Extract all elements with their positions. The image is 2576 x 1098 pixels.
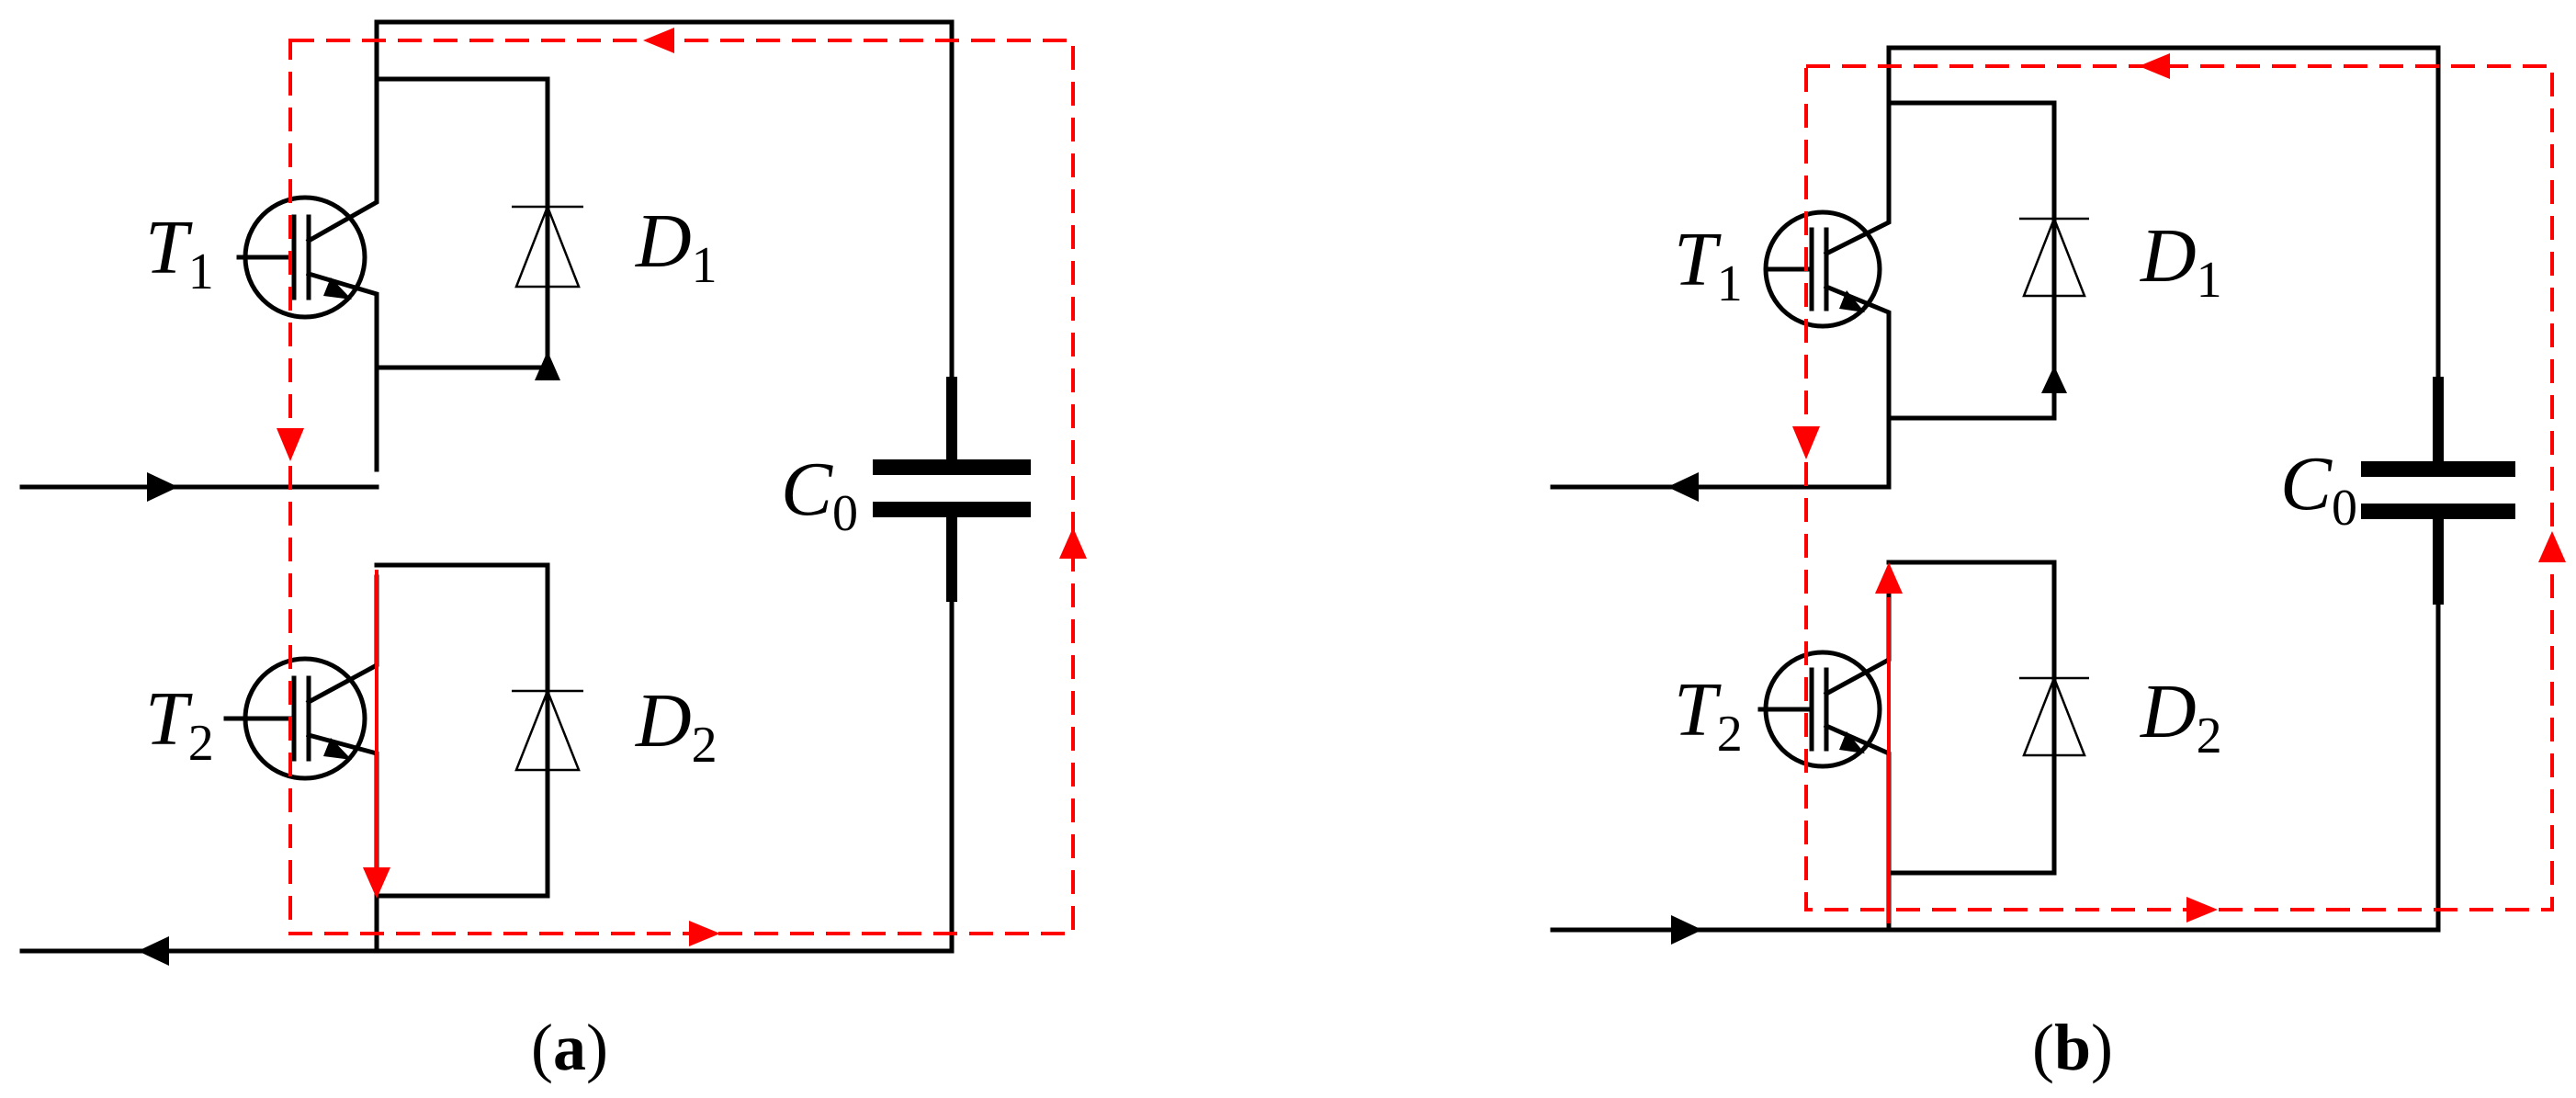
caption-b: (b) [2032, 1011, 2113, 1084]
d2-branch-b [1886, 560, 2057, 876]
flow-arrow-right-a [1059, 527, 1087, 559]
flow-arrow-up-b [1875, 562, 1903, 594]
left-arrow-b [1667, 472, 1699, 502]
capacitor-c0-b [2361, 377, 2515, 605]
d1-current-arrow-a [535, 351, 560, 380]
flow-arrow-top-a [643, 28, 674, 53]
current-loop-a [277, 28, 1087, 946]
d2-branch-a [374, 562, 550, 899]
label-d2-b: D2 [2140, 669, 2222, 764]
flow-arrow-bottom-a [689, 921, 720, 946]
panel-a: T1 T2 D1 D2 C0 (a) [19, 19, 1087, 1084]
diode-d1-b [2019, 215, 2089, 298]
igbt-t2-a [223, 640, 379, 782]
label-t1-b: T1 [1674, 217, 1743, 312]
flow-arrow-bottom-b [2186, 897, 2218, 923]
circuit-b [1550, 45, 2441, 945]
label-t2-b: T2 [1674, 667, 1743, 763]
output-arrow-a [138, 936, 169, 966]
dashed-loop-a [288, 39, 1075, 935]
caption-a: (a) [531, 1011, 608, 1084]
label-t2-a: T2 [145, 676, 214, 772]
d1-current-arrow-b [2041, 366, 2067, 393]
capacitor-lower-lead-b [1886, 602, 2441, 933]
top-rail-b [1886, 45, 2441, 379]
d1-branch-b [1886, 100, 2057, 421]
capacitor-lower-lead-a [374, 599, 955, 954]
label-d1-b: D1 [2140, 213, 2222, 309]
label-c0-b: C0 [2280, 441, 2357, 537]
capacitor-c0-a [873, 377, 1031, 602]
label-c0-a: C0 [781, 447, 858, 542]
dashed-loop-b [1804, 64, 2554, 911]
flow-arrow-left-b [1792, 426, 1820, 459]
input-arrow-a [147, 472, 178, 502]
right-arrow-b [1671, 915, 1702, 945]
panel-b: T1 T2 D1 D2 C0 (b) [1550, 45, 2566, 1084]
flow-arrow-left-a [277, 428, 304, 461]
igbt-t2-b-upper [1763, 209, 1892, 332]
current-loop-b [1792, 53, 2566, 923]
top-rail-a [374, 19, 955, 379]
igbt-t1-a [236, 175, 379, 320]
label-t1-a: T1 [145, 205, 214, 300]
diode-d2-a [512, 687, 583, 772]
flow-arrow-down-a [363, 867, 390, 899]
flow-arrow-right-b [2538, 531, 2566, 562]
circuit-a [19, 19, 955, 966]
diode-d2-b [2019, 674, 2089, 757]
igbt-t2-b [1757, 636, 1892, 770]
label-d2-a: D2 [635, 678, 717, 774]
label-d1-a: D1 [635, 198, 717, 294]
d1-branch-a [374, 76, 550, 370]
diode-d1-a [512, 203, 583, 289]
flow-arrow-top-b [2139, 53, 2170, 79]
